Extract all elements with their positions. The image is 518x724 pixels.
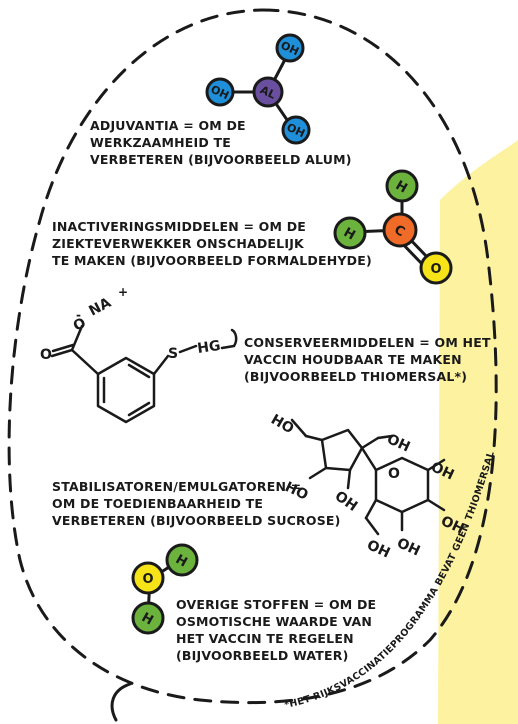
oh-atom-icon: OH <box>205 77 235 107</box>
oh-atom-icon: OH <box>281 115 311 145</box>
oh-label: OH <box>364 537 392 561</box>
carbon-atom-icon: C <box>382 212 418 248</box>
label-line: INACTIVERINGSMIDDELEN = OM DE <box>52 219 307 234</box>
charge-label: + <box>118 285 128 299</box>
oxygen-atom-icon: O <box>131 561 165 595</box>
label-line: HET VACCIN TE REGELEN <box>176 631 354 646</box>
alum-molecule: OH OH AL OH <box>205 33 311 145</box>
al-label: AL <box>258 83 278 101</box>
oh-label: OH <box>384 431 412 455</box>
label-line: ADJUVANTIA = OM DE <box>90 118 246 133</box>
label-line: WERKZAAMHEID TE <box>90 135 231 150</box>
s-label: S <box>168 346 178 362</box>
sucrose-structure <box>290 418 446 536</box>
o-label: O <box>40 347 52 363</box>
label-line: CONSERVEERMIDDELEN = OM HET <box>244 335 491 350</box>
label-line: VERBETEREN (BIJVOORBEELD SUCROSE) <box>52 513 341 528</box>
adjuvantia-label: ADJUVANTIA = OM DE WERKZAAMHEID TE VERBE… <box>90 117 352 168</box>
stabilisatoren-label: STABILISATOREN/EMULGATOREN = OM DE TOEDI… <box>52 478 341 529</box>
label-line: ZIEKTEVERWEKKER ONSCHADELIJK <box>52 236 304 251</box>
ho-label: HO <box>268 412 297 438</box>
thiomersal-structure <box>50 324 238 424</box>
oh-atom-icon: OH <box>275 33 305 63</box>
label-line: STABILISATOREN/EMULGATOREN = <box>52 479 302 494</box>
leader-line <box>110 682 132 722</box>
hydrogen-atom-icon: H <box>131 601 165 635</box>
label-line: (BIJVOORBEELD WATER) <box>176 648 349 663</box>
label-line: OVERIGE STOFFEN = OM DE <box>176 597 377 612</box>
water-molecule: H O H <box>131 543 199 635</box>
label-line: TE MAKEN (BIJVOORBEELD FORMALDEHYDE) <box>52 253 372 268</box>
formaldehyde-molecule: H H C O <box>333 169 453 285</box>
label-line: OSMOTISCHE WAARDE VAN <box>176 614 373 629</box>
inactivering-label: INACTIVERINGSMIDDELEN = OM DE ZIEKTEVERW… <box>52 218 372 269</box>
label-line: OM DE TOEDIENBAARHEID TE <box>52 496 264 511</box>
hydrogen-atom-icon: H <box>333 216 367 250</box>
dashed-boundary <box>7 8 498 705</box>
na-label: NA <box>86 295 114 320</box>
o-label: O <box>388 466 400 482</box>
overige-label: OVERIGE STOFFEN = OM DE OSMOTISCHE WAARD… <box>176 596 376 664</box>
oh-label: OH <box>394 535 422 559</box>
hydrogen-atom-icon: H <box>385 169 419 203</box>
o-label: O <box>142 572 153 587</box>
highlight-band <box>438 140 518 724</box>
label-line: VERBETEREN (BIJVOORBEELD ALUM) <box>90 152 352 167</box>
hydrogen-atom-icon: H <box>165 543 199 577</box>
oxygen-atom-icon: O <box>419 251 453 285</box>
label-line: VACCIN HOUDBAAR TE MAKEN <box>244 352 462 367</box>
hg-label: HG <box>196 338 221 357</box>
conserveer-label: CONSERVEERMIDDELEN = OM HET VACCIN HOUDB… <box>244 334 491 385</box>
o-label: O <box>430 262 441 277</box>
charge-label: - <box>76 308 81 322</box>
aluminium-atom-icon: AL <box>252 76 284 108</box>
label-line: (BIJVOORBEELD THIOMERSAL*) <box>244 369 468 384</box>
